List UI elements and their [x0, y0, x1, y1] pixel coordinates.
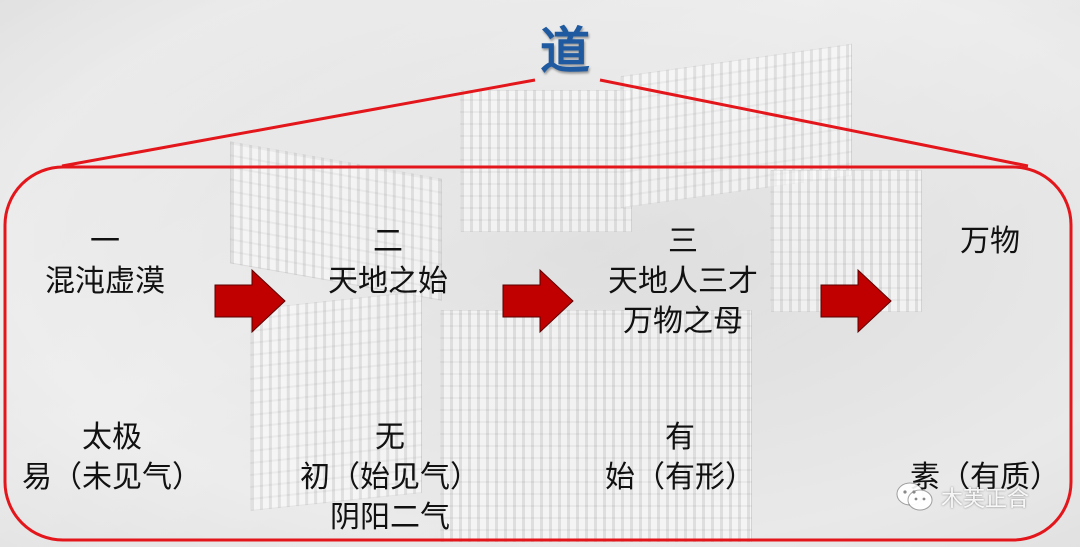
stage-1-bottom: 太极 易（未见气）	[22, 418, 202, 498]
diagram-title: 道	[540, 22, 590, 80]
stage-3-top: 三 天地人三才 万物之母	[608, 222, 758, 342]
stage-2-desc: 天地之始	[328, 264, 448, 299]
background-building	[440, 310, 752, 542]
stage-2-top: 二 天地之始	[328, 222, 448, 302]
right-branch-line	[599, 78, 1029, 168]
stage-2-extra: 阴阳二气	[330, 500, 450, 535]
stage-1-top: 一 混沌虚漠	[45, 222, 165, 302]
stage-1-concept: 太极	[82, 420, 142, 455]
stage-2-detail: 初（始见气）	[300, 460, 480, 495]
watermark: 木芙正合	[895, 481, 1029, 513]
stage-1-number: 一	[90, 224, 120, 259]
arrow-icon	[214, 268, 286, 334]
stage-2-concept: 无	[375, 420, 405, 455]
stage-3-desc: 天地人三才	[608, 264, 758, 299]
stage-2-number: 二	[373, 224, 403, 259]
stage-4-label: 万物	[960, 224, 1020, 259]
wechat-icon	[896, 482, 933, 511]
stage-4-bottom: 素（有质）	[910, 458, 1060, 498]
rounded-frame	[3, 165, 1073, 542]
watermark-text: 木芙正合	[941, 487, 1030, 512]
left-branch-line	[61, 78, 536, 168]
stage-3-bottom: 有 始（有形）	[605, 418, 755, 498]
stage-4-detail: 素（有质）	[910, 460, 1060, 495]
stage-3-detail: 始（有形）	[605, 460, 755, 495]
stage-1-desc: 混沌虚漠	[45, 264, 165, 299]
background-building	[770, 170, 922, 312]
stage-4-top: 万物	[960, 222, 1020, 262]
arrow-icon	[820, 268, 892, 334]
stage-3-concept: 有	[665, 420, 695, 455]
stage-3-number: 三	[668, 224, 698, 259]
background-building	[460, 90, 632, 232]
arrow-icon	[502, 268, 574, 334]
stage-3-extra: 万物之母	[623, 304, 743, 339]
stage-2-bottom: 无 初（始见气） 阴阳二气	[300, 418, 480, 538]
stage-1-detail: 易（未见气）	[22, 460, 202, 495]
